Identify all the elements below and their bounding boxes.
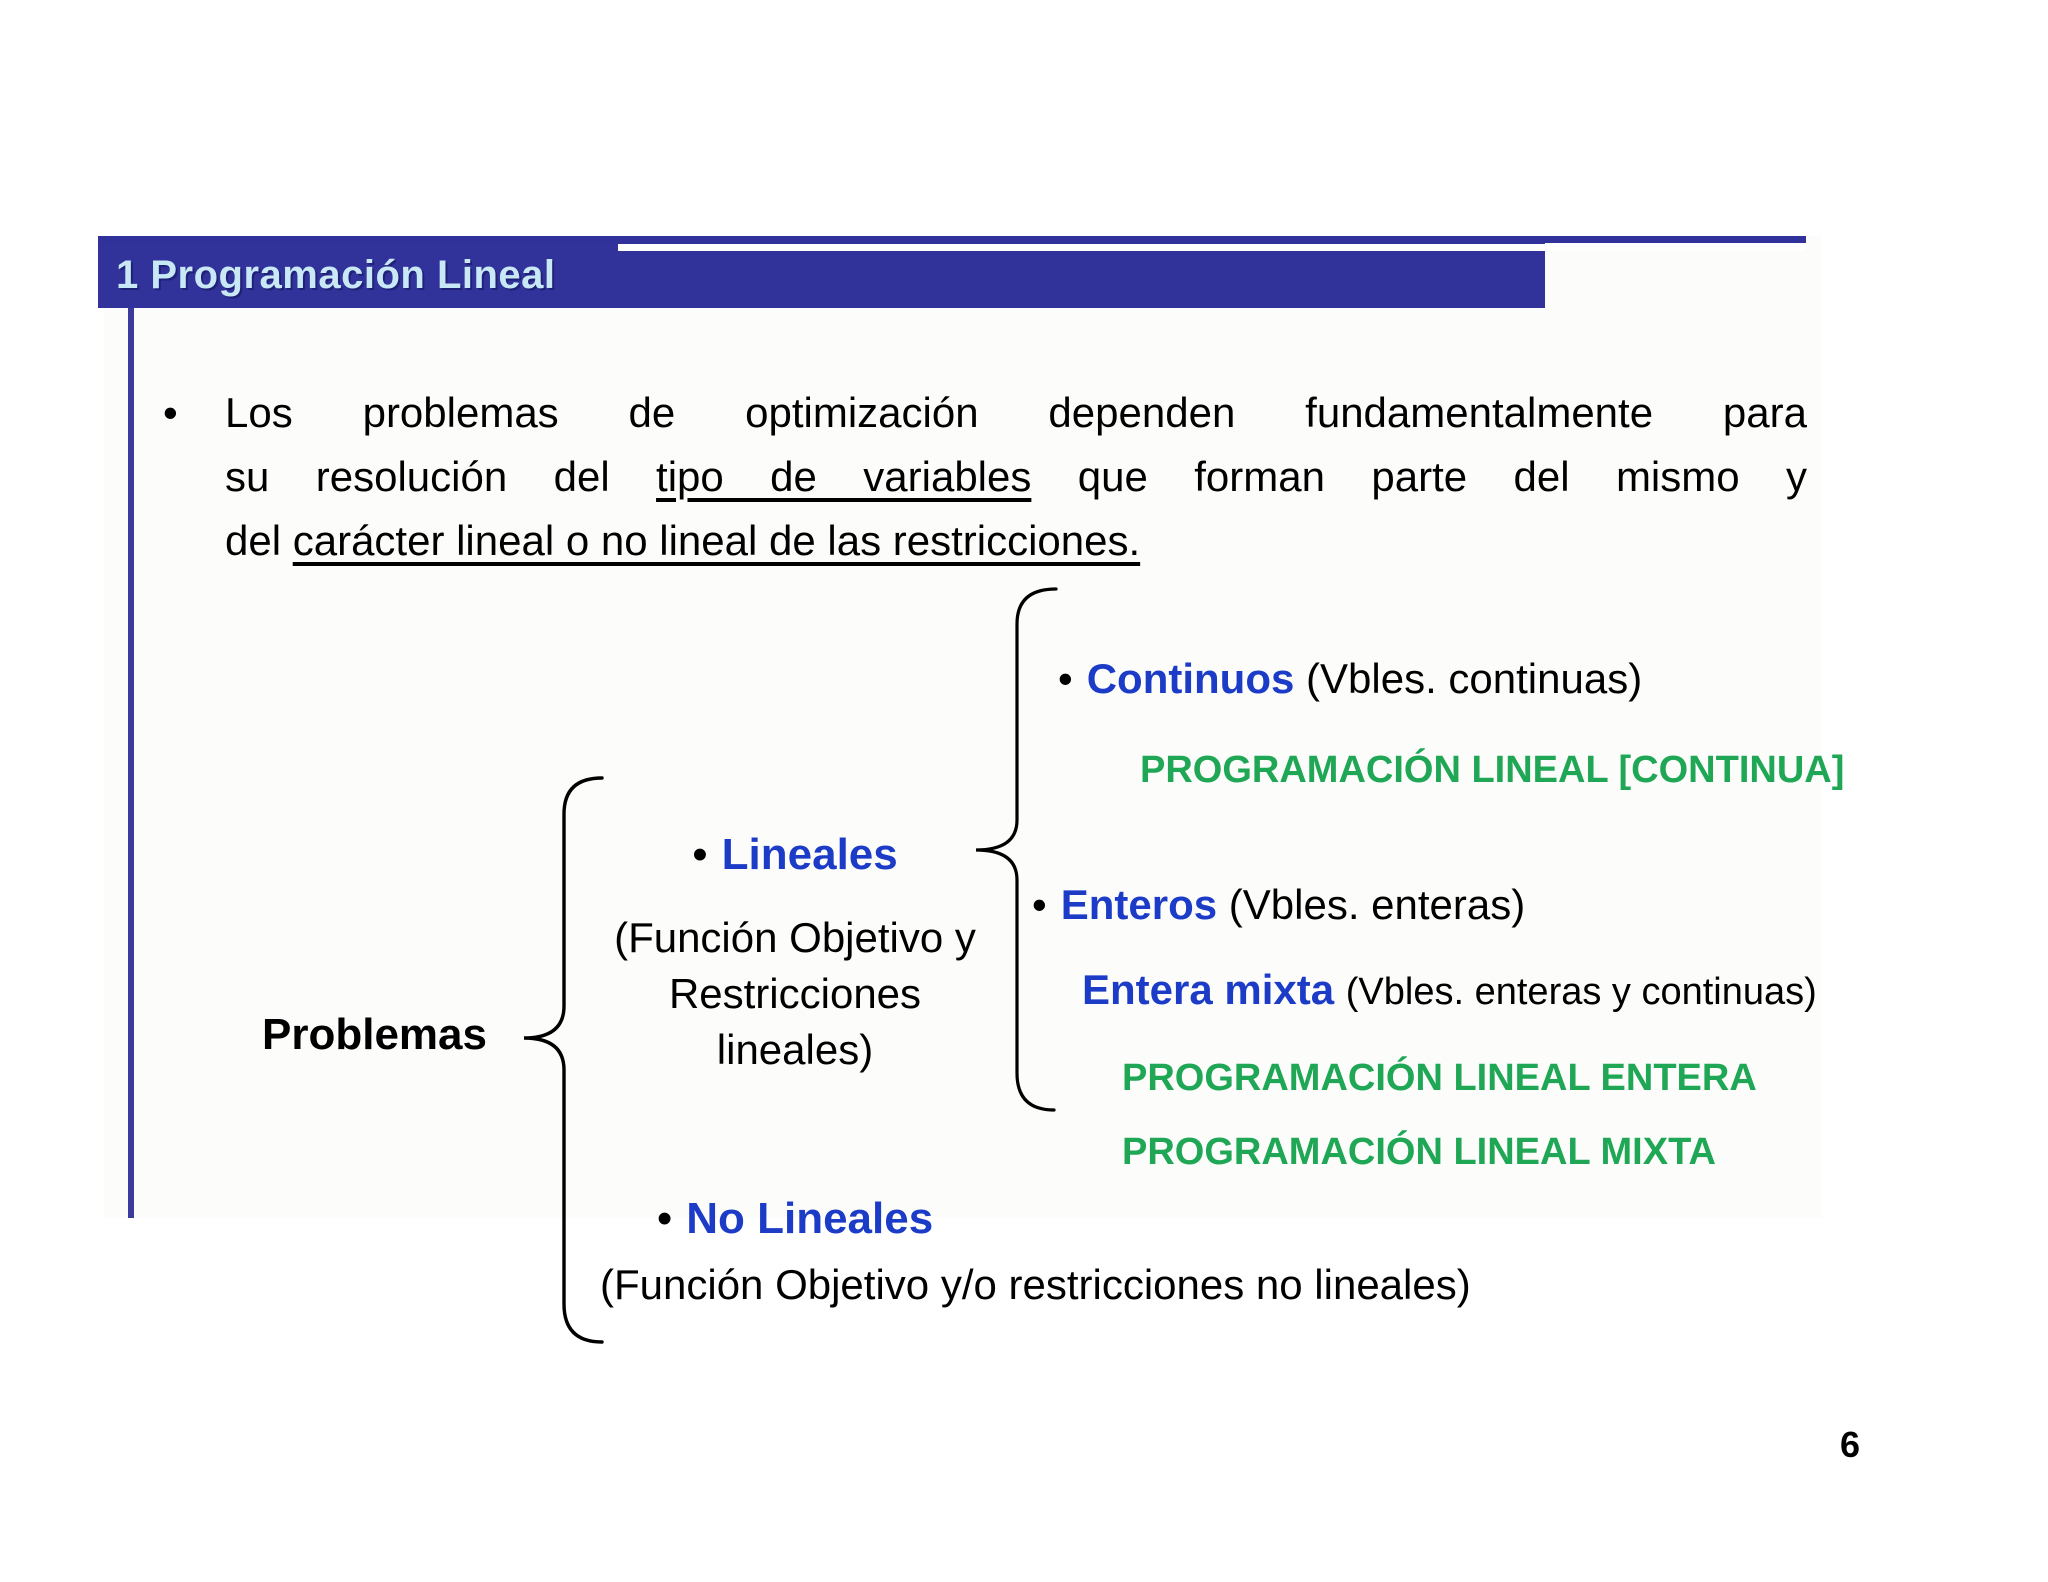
result-programacion-mixta: PROGRAMACIÓN LINEAL MIXTA [1122, 1131, 1716, 1173]
bullet-icon: • [1058, 655, 1073, 702]
page-title: 1 Programación Lineal [116, 253, 556, 297]
diagram-root-label: Problemas [262, 1010, 487, 1059]
enteros-label: Enteros [1060, 881, 1218, 928]
bullet-icon: • [1032, 881, 1047, 928]
branch-enteros: • Enteros (Vbles. enteras) [1032, 875, 1525, 935]
body-line-3: del carácter lineal o no lineal de las r… [225, 509, 1807, 573]
content-panel [104, 236, 1822, 1218]
branch-continuos: • Continuos (Vbles. continuas) [1058, 649, 1642, 709]
body-line-2-pre: su resolución del [225, 453, 657, 500]
entera-mixta-label: Entera mixta [1082, 966, 1335, 1013]
lineales-note-line-3: lineales) [716, 1026, 874, 1073]
no-lineales-label: No Lineales [686, 1194, 934, 1243]
body-line-1: Los problemas de optimización dependen f… [225, 389, 1807, 436]
lineales-note-line-2: Restricciones [668, 970, 922, 1017]
continuos-label: Continuos [1086, 655, 1295, 702]
continuos-note: (Vbles. continuas) [1306, 655, 1643, 702]
lineales-label: Lineales [721, 830, 898, 879]
header-white-line [618, 244, 1806, 251]
enteros-note: (Vbles. enteras) [1228, 881, 1526, 928]
bullet-icon: • [163, 389, 178, 436]
page-number: 6 [1840, 1424, 1861, 1465]
result-programacion-continua: PROGRAMACIÓN LINEAL [CONTINUA] [1140, 749, 1845, 791]
branch-no-lineales: • No Lineales [560, 1189, 1030, 1249]
body-line-2-post: que forman parte del mismo y [1031, 453, 1808, 500]
body-line-3-underlined: carácter lineal o no lineal de las restr… [292, 517, 1141, 564]
left-border-line [128, 307, 134, 1218]
branch-lineales: • Lineales [560, 825, 1030, 885]
result-programacion-entera: PROGRAMACIÓN LINEAL ENTERA [1122, 1057, 1757, 1099]
body-line-2: su resolución del tipo de variables que … [225, 445, 1807, 509]
bullet-icon: • [656, 1194, 673, 1243]
body-line-2-underlined: tipo de variables [656, 453, 1032, 500]
branch-entera-mixta: Entera mixta (Vbles. enteras y continuas… [1082, 960, 1817, 1022]
lineales-note: (Función Objetivo y Restricciones lineal… [560, 910, 1030, 1078]
lineales-note-line-1: (Función Objetivo y [614, 914, 976, 961]
entera-mixta-note: (Vbles. enteras y continuas) [1345, 971, 1817, 1013]
no-lineales-note: (Función Objetivo y/o restricciones no l… [600, 1261, 1471, 1308]
body-paragraph: Los problemas de optimización dependen f… [225, 381, 1807, 573]
bullet-icon: • [692, 830, 708, 879]
title-bar: 1 Programación Lineal [98, 243, 1545, 308]
header-accent-line [98, 236, 1806, 243]
body-line-3-pre: del [225, 517, 293, 564]
